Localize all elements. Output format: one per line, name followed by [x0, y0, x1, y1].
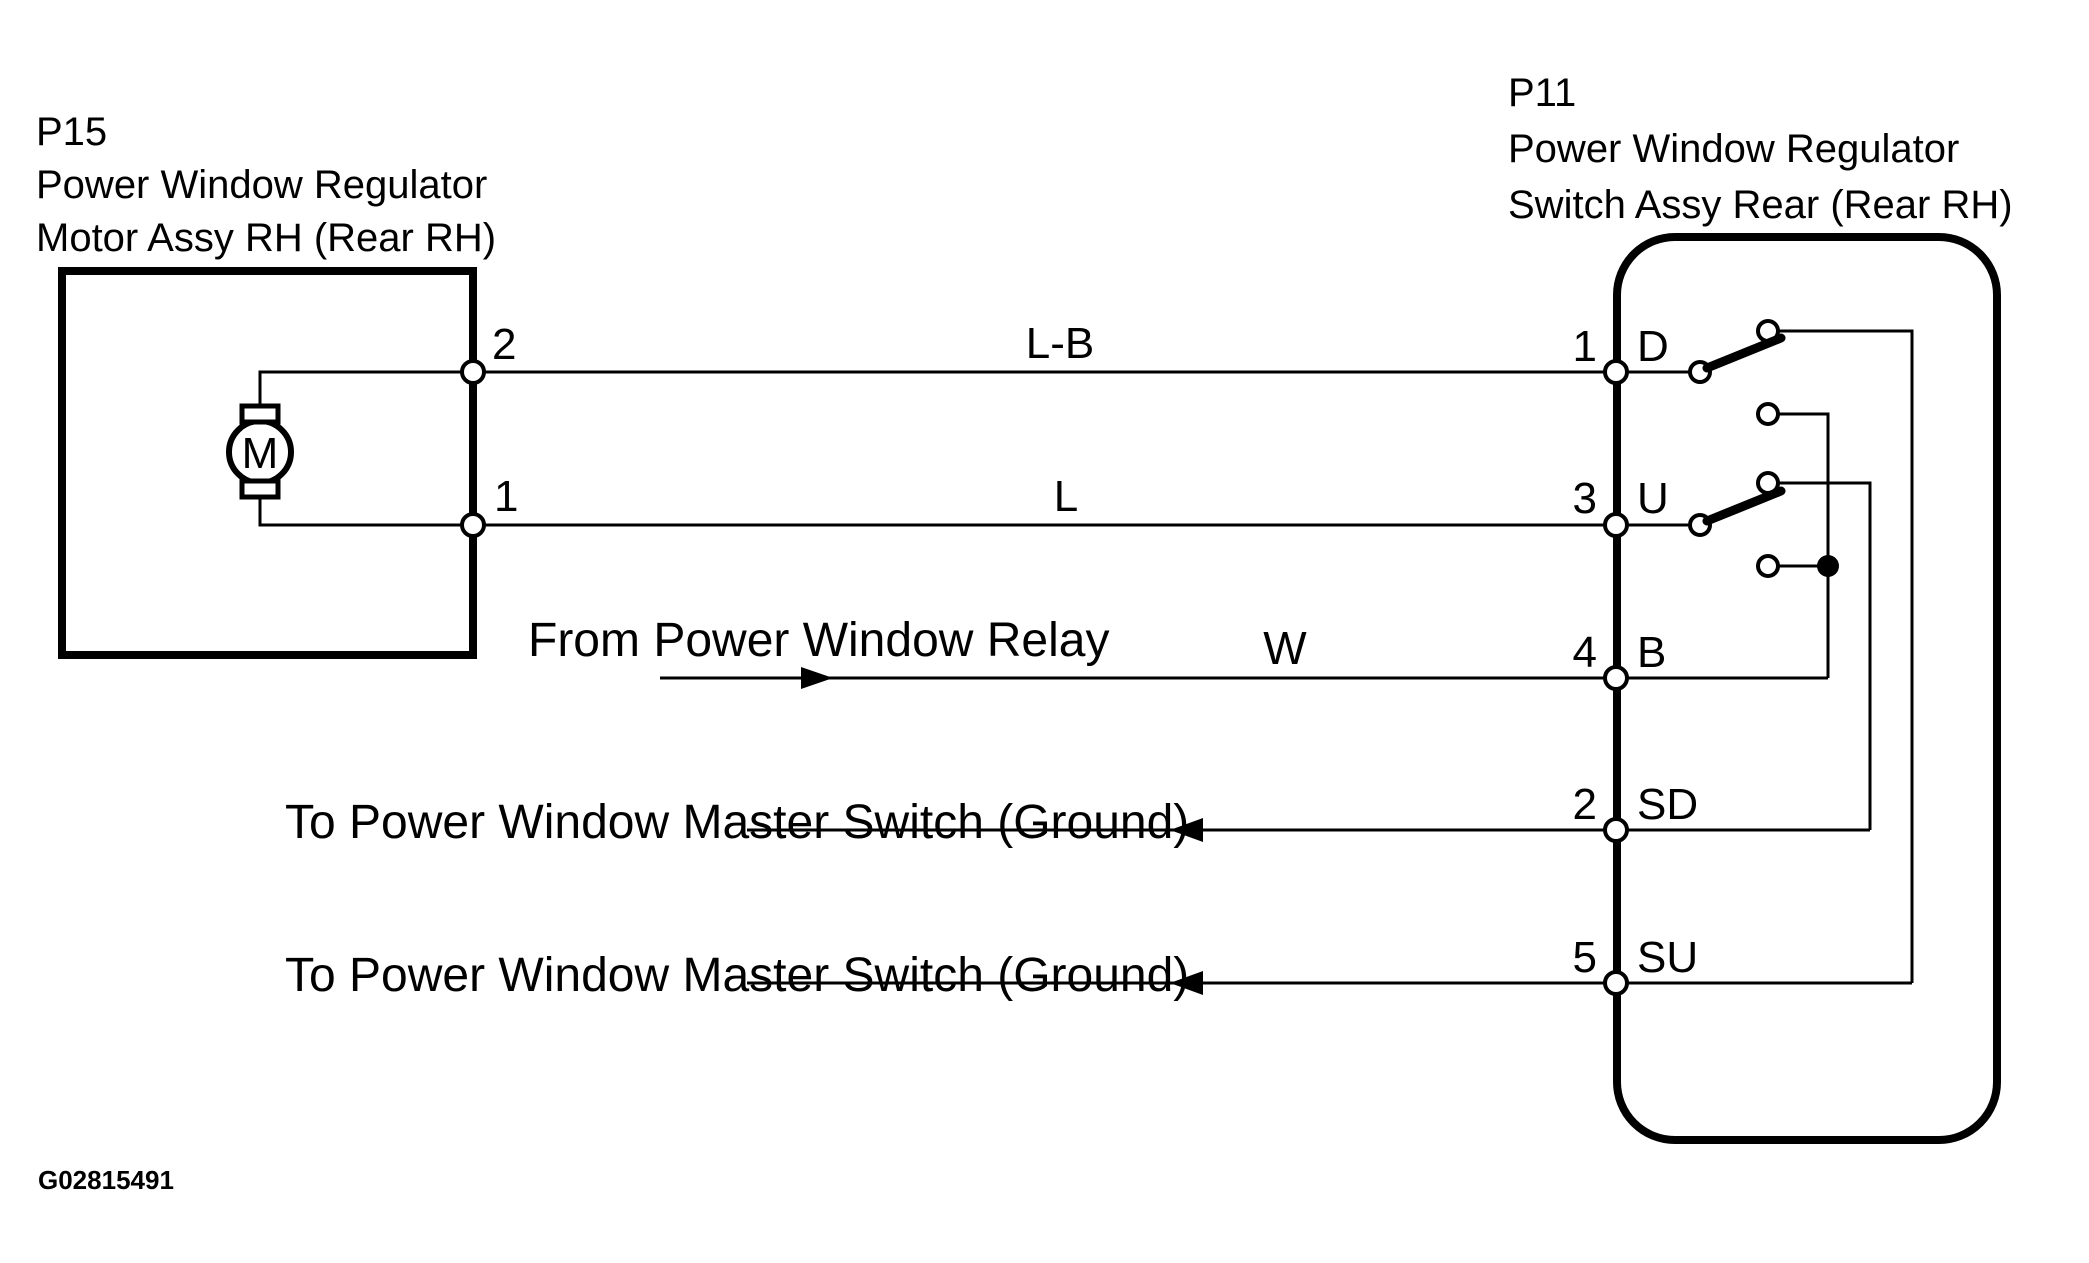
right-connector-name-line1: Power Window Regulator	[1508, 127, 1959, 171]
pin-number-p11-2: 2	[1573, 780, 1597, 829]
right-connector-name-line2: Switch Assy Rear (Rear RH)	[1508, 183, 2013, 227]
pin-p11-2-sd	[1603, 817, 1629, 843]
right-connector-id: P11	[1508, 71, 1576, 115]
wire-label-w: W	[1263, 622, 1307, 674]
arrow-left-su-icon	[1170, 971, 1203, 995]
pin-p11-5-su	[1603, 970, 1629, 996]
annotation-relay-feed: From Power Window Relay	[528, 614, 1109, 667]
pin-number-p11-3: 3	[1573, 474, 1597, 523]
switch-wire-d-to-su	[1768, 329, 1914, 983]
annotation-ground-su: To Power Window Master Switch (Ground)	[285, 949, 1189, 1002]
pin-p11-3-u	[1603, 512, 1629, 538]
left-connector-name-line2: Motor Assy RH (Rear RH)	[36, 216, 496, 260]
figure-id: G02815491	[38, 1165, 174, 1195]
wire-label-l: L	[1054, 472, 1078, 521]
motor-brush-top-icon	[239, 403, 281, 425]
motor-label: M	[242, 429, 279, 478]
left-connector-name-line1: Power Window Regulator	[36, 163, 487, 207]
annotation-ground-sd: To Power Window Master Switch (Ground)	[285, 796, 1189, 849]
pin-label-b: B	[1637, 628, 1666, 677]
left-connector-box	[58, 267, 477, 659]
arrow-right-icon	[801, 667, 833, 689]
switch-wire-mid-to-b	[1768, 412, 1830, 678]
switch-arm-d	[1702, 333, 1786, 373]
pin-number-p15-2: 2	[492, 320, 516, 369]
pin-label-d: D	[1637, 322, 1669, 371]
motor-lead-top	[258, 370, 473, 415]
pin-label-sd: SD	[1637, 780, 1698, 829]
left-connector-id: P15	[36, 110, 107, 154]
switch-arm-u	[1702, 486, 1786, 526]
arrow-left-sd-icon	[1170, 818, 1203, 842]
pin-number-p11-4: 4	[1573, 628, 1597, 677]
pin-number-p15-1: 1	[494, 472, 518, 521]
wire-label-lb: L-B	[1026, 319, 1094, 368]
switch-wire-u-to-sd	[1768, 481, 1872, 830]
pin-number-p11-1: 1	[1573, 322, 1597, 371]
junction-dot	[1817, 555, 1839, 577]
pin-p15-2	[460, 359, 486, 385]
contact-d-lower	[1756, 402, 1780, 426]
pin-p15-1	[460, 512, 486, 538]
pin-label-u: U	[1637, 474, 1669, 523]
pin-label-su: SU	[1637, 933, 1698, 982]
pin-p11-4-b	[1603, 665, 1629, 691]
motor-lead-bottom	[258, 488, 473, 527]
motor-brush-bottom-icon	[239, 478, 281, 500]
pin-p11-1-d	[1603, 359, 1629, 385]
contact-u-lower	[1756, 554, 1780, 578]
pin-number-p11-5: 5	[1573, 933, 1597, 982]
